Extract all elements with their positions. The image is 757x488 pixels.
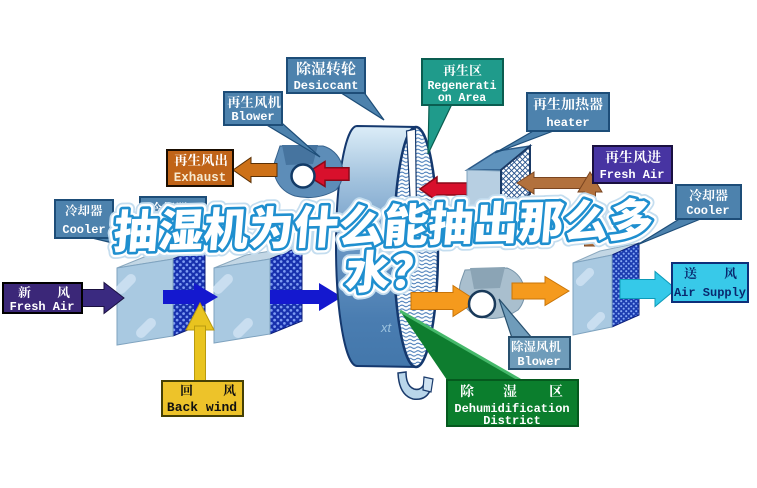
svg-text:Regenerati: Regenerati	[427, 80, 496, 93]
svg-text:Dehumidification: Dehumidification	[454, 402, 569, 416]
svg-text:Exhaust: Exhaust	[174, 171, 227, 185]
svg-text:Back wind: Back wind	[167, 400, 237, 415]
svg-text:Air Supply: Air Supply	[674, 286, 746, 300]
svg-text:xt: xt	[380, 320, 393, 335]
svg-text:District: District	[483, 414, 541, 428]
svg-text:Blower: Blower	[517, 355, 560, 369]
svg-text:Fresh Air: Fresh Air	[10, 300, 75, 314]
svg-text:Cooler: Cooler	[62, 223, 105, 237]
svg-text:on Area: on Area	[438, 92, 486, 105]
svg-text:Cooler: Cooler	[686, 204, 729, 218]
svg-text:Fresh Air: Fresh Air	[600, 168, 665, 182]
svg-text:heater: heater	[546, 116, 589, 130]
svg-text:Blower: Blower	[231, 110, 274, 124]
svg-text:Desiccant: Desiccant	[294, 79, 359, 93]
